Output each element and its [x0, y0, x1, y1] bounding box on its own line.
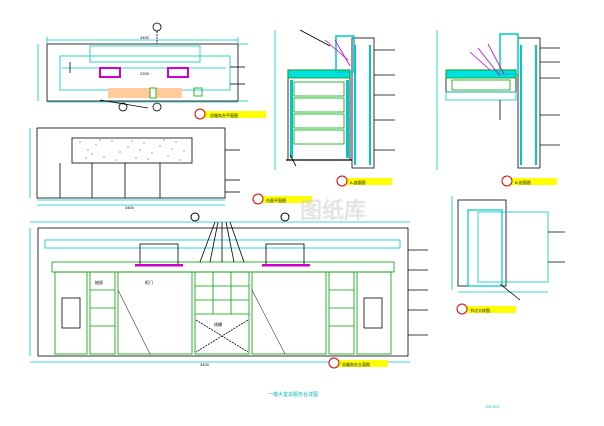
section-a-title-tag	[340, 178, 392, 185]
elevation-title-tag	[330, 360, 388, 367]
plan-title-tag	[196, 111, 266, 118]
plan-total-dim: 3400	[140, 35, 150, 40]
elev-cabinet-label: 柜门	[145, 279, 153, 285]
elev-total-dim: 3400	[200, 362, 210, 367]
sheet-number: DS-001	[486, 404, 500, 409]
countertop-view	[29, 127, 240, 206]
elevation-accents	[135, 212, 310, 267]
sheet-title: 一楼大堂总服务台详图	[268, 391, 318, 398]
section-a-view	[274, 29, 395, 170]
section-b-view	[436, 30, 560, 170]
countertop-title-tag	[256, 196, 312, 203]
elev-drawer-label: 抽屉	[95, 279, 103, 285]
detail-title: 节点大样图	[470, 307, 490, 313]
granite-texture	[79, 139, 185, 161]
detail-view	[451, 196, 565, 301]
section-b-title: B 剖面图	[515, 179, 531, 185]
front-elevation-view	[29, 221, 428, 363]
plan-view	[37, 22, 248, 112]
watermark-text: 图纸库	[300, 198, 366, 223]
plan-inner-dim: 2200	[140, 71, 150, 76]
section-a-title: A 剖面图	[350, 179, 366, 185]
detail-title-tag	[460, 306, 516, 313]
plan-title: 总服务台平面图	[210, 112, 238, 118]
top-total-dim: 3400	[125, 205, 135, 210]
section-b-title-tag	[505, 178, 557, 185]
elev-slot-label: 线槽	[214, 321, 222, 327]
countertop-title: 台面平面图	[266, 197, 286, 203]
elevation-title: 总服务台立面图	[342, 361, 370, 367]
